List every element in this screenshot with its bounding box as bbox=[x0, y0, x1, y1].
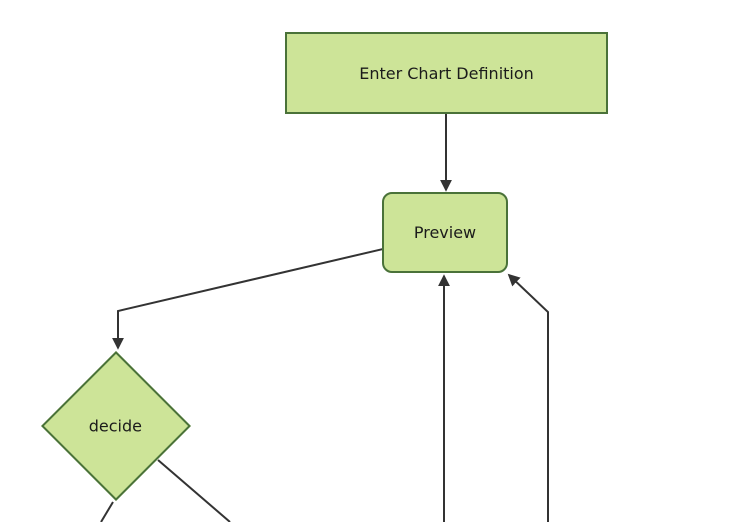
node-label: decide bbox=[89, 416, 143, 436]
node-label: Preview bbox=[413, 223, 477, 242]
edge-preview-to-decide bbox=[112, 248, 384, 350]
edge-decide-to-offscreen-right bbox=[157, 459, 231, 522]
node-enter-chart-definition: Enter Chart Definition bbox=[285, 32, 608, 114]
edge-bottomright-to-preview bbox=[507, 273, 549, 522]
edge-decide-to-offscreen-left bbox=[100, 501, 114, 522]
node-label: Enter Chart Definition bbox=[359, 63, 534, 83]
node-preview: Preview bbox=[382, 192, 508, 273]
